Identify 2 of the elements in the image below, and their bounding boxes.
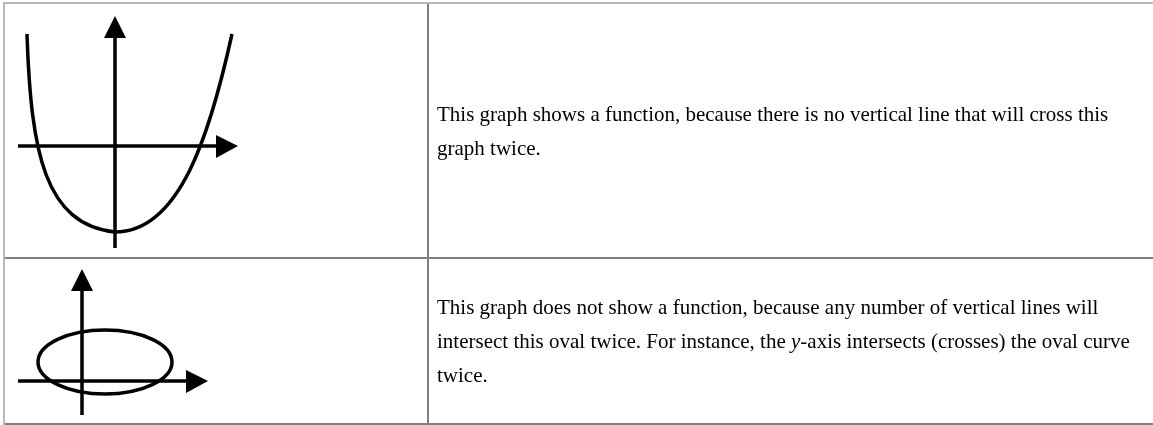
explanation-text: This graph does not show a function, because any number of vertical lines will intersect this oval twice. For instance, the y-axis intersects (crosses) the oval curve twice. — [437, 294, 1131, 389]
explanation-text: This graph shows a function, because there is no vertical line that will cross this graph twice. — [437, 100, 1110, 162]
